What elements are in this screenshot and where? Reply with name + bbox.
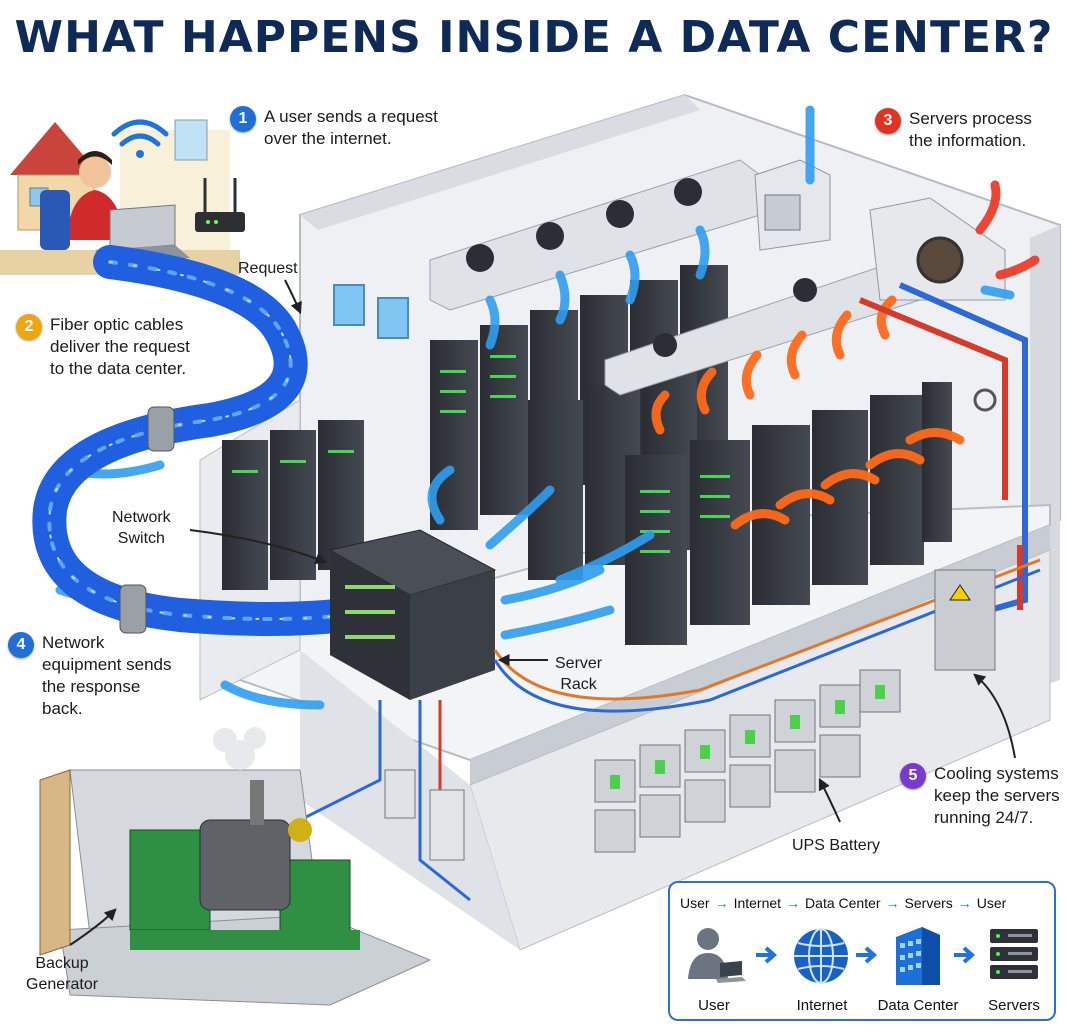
server-stack-icon xyxy=(990,929,1038,979)
flow-arrow-icon xyxy=(756,946,778,964)
building-icon xyxy=(896,927,940,985)
step-1-text: A user sends a request over the internet… xyxy=(264,107,438,148)
battery-level-indicators xyxy=(610,685,885,789)
exhaust-smoke xyxy=(213,727,266,770)
hot-air-arrows xyxy=(651,180,1040,530)
callout-leaders xyxy=(69,279,1016,946)
step-4-text: Network equipment sends the response bac… xyxy=(42,633,172,718)
page-title: WHAT HAPPENS INSIDE A DATA CENTER? xyxy=(14,12,1054,63)
cooling-pipes xyxy=(858,282,1028,613)
network-switch xyxy=(328,529,497,700)
flow-label-internet: Internet xyxy=(796,997,848,1014)
backup-generator xyxy=(39,769,432,1006)
ups-battery-label: UPS Battery xyxy=(792,837,881,854)
flow-label-user: User xyxy=(698,997,730,1014)
user-laptop-icon xyxy=(688,928,746,983)
flow-label-data-center: Data Center xyxy=(877,997,959,1014)
step-1: 1 A user sends a request over the intern… xyxy=(230,106,438,150)
flow-arrow-icon xyxy=(954,946,976,964)
step-3-badge: 3 xyxy=(875,108,901,134)
step-3: 3 Servers process the information. xyxy=(875,108,1032,152)
step-4-badge: 4 xyxy=(8,632,34,658)
overhead-cooling-units xyxy=(429,159,921,396)
step-2-badge: 2 xyxy=(16,314,42,340)
flow-sequence: User→Internet→Data Center→Servers→User xyxy=(680,895,1007,911)
server-rack-label: Server Rack xyxy=(555,655,603,693)
step-5-text: Cooling systems keep the servers running… xyxy=(934,764,1060,827)
globe-icon xyxy=(794,928,848,984)
step-3-text: Servers process the information. xyxy=(909,109,1032,150)
step-5-badge: 5 xyxy=(900,763,926,789)
electrical-panels xyxy=(384,569,996,861)
request-label: Request xyxy=(238,260,298,277)
network-switch-label: Network Switch xyxy=(112,509,171,547)
backup-generator-label: Backup Generator xyxy=(26,955,99,993)
floor-cables xyxy=(298,558,1041,920)
step-5: 5 Cooling systems keep the servers runni… xyxy=(900,763,1060,829)
ups-batteries xyxy=(594,669,901,853)
step-1-badge: 1 xyxy=(230,106,256,132)
step-2: 2 Fiber optic cables deliver the request… xyxy=(16,314,190,380)
flow-arrow-icon xyxy=(856,946,878,964)
step-2-text: Fiber optic cables deliver the request t… xyxy=(50,315,190,378)
wifi-icon xyxy=(111,119,169,158)
flow-summary-box: User→Internet→Data Center→Servers→User xyxy=(668,881,1056,1021)
flow-label-servers: Servers xyxy=(988,997,1040,1014)
server-racks-front xyxy=(625,382,952,645)
cable-clamps xyxy=(119,406,175,634)
step-4: 4 Network equipment sends the response b… xyxy=(8,632,171,720)
fiber-optic-cable xyxy=(32,245,397,636)
rack-status-lights xyxy=(232,355,730,553)
